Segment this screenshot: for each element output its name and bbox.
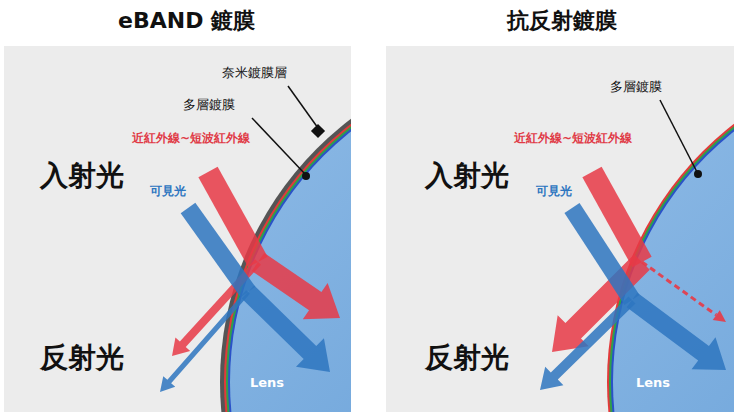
light-arrow xyxy=(172,259,261,356)
light-arrow xyxy=(540,296,635,390)
light-beam xyxy=(188,208,248,292)
layer-label: 多層鍍膜 xyxy=(610,80,662,95)
light-heading: 入射光 xyxy=(425,160,509,192)
light-beam xyxy=(572,208,632,300)
layer-label: 奈米鍍膜層 xyxy=(222,66,287,81)
light-arrow xyxy=(627,293,726,370)
light-label: 近紅外線~短波紅外線 xyxy=(514,132,632,146)
light-heading: 反射光 xyxy=(40,342,124,374)
light-heading: 入射光 xyxy=(40,160,124,192)
panel-title: eBAND 鍍膜 xyxy=(118,8,255,33)
light-label: 近紅外線~短波紅外線 xyxy=(132,132,250,146)
light-arrow xyxy=(242,286,330,372)
layer-label: 多層鍍膜 xyxy=(183,98,235,113)
leader-dot xyxy=(302,172,310,180)
light-label: 可見光 xyxy=(536,185,572,199)
leader-dot xyxy=(694,170,702,178)
panel-title: 抗反射鍍膜 xyxy=(507,8,617,33)
light-arrows xyxy=(160,172,726,392)
light-label: 可見光 xyxy=(150,185,186,199)
light-heading: 反射光 xyxy=(425,342,509,374)
lens-label: Lens xyxy=(636,376,670,391)
arrow-head xyxy=(713,310,726,322)
light-arrow xyxy=(160,290,250,392)
leader-marker xyxy=(311,124,325,138)
lens-label: Lens xyxy=(250,376,284,391)
